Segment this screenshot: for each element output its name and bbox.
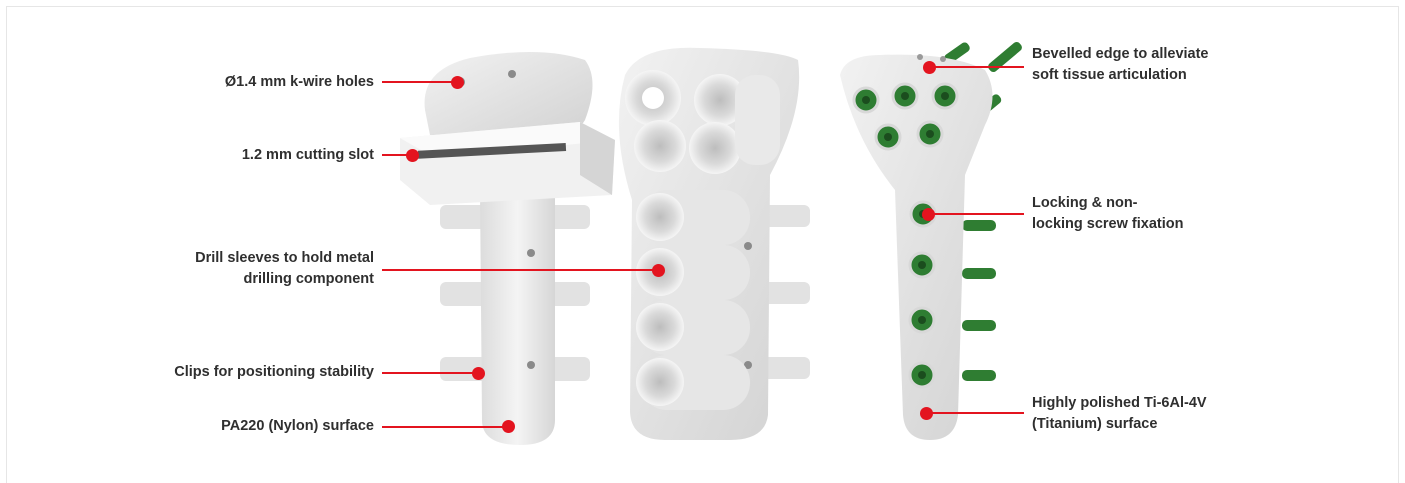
callout-bevelled-edge: Bevelled edge to alleviate soft tissue a… — [1032, 44, 1209, 86]
cutting-guide-back — [619, 48, 810, 440]
leader-line-nylon — [382, 426, 507, 428]
callout-kwire-holes: Ø1.4 mm k-wire holes — [225, 72, 374, 93]
callout-nylon-surface: PA220 (Nylon) surface — [221, 416, 374, 437]
leader-line-kwire — [382, 81, 457, 83]
marker-dot-nylon — [502, 420, 515, 433]
callout-drill-sleeves: Drill sleeves to hold metal drilling com… — [195, 248, 374, 290]
marker-dot-clips — [472, 367, 485, 380]
leader-line-bevel — [929, 66, 1024, 68]
callout-titanium-surface: Highly polished Ti-6Al-4V (Titanium) sur… — [1032, 393, 1207, 435]
leader-line-locking — [928, 213, 1024, 215]
callout-cutting-slot: 1.2 mm cutting slot — [242, 145, 374, 166]
titanium-plate-with-screws — [840, 40, 1024, 440]
leader-line-sleeves — [382, 269, 658, 271]
leader-line-clips — [382, 372, 477, 374]
leader-line-titanium — [926, 412, 1024, 414]
marker-dot-kwire — [451, 76, 464, 89]
callout-clips: Clips for positioning stability — [174, 362, 374, 383]
marker-dot-sleeves — [652, 264, 665, 277]
cutting-guide-front — [400, 52, 615, 445]
callout-screw-fixation: Locking & non- locking screw fixation — [1032, 193, 1184, 235]
marker-dot-slot — [406, 149, 419, 162]
